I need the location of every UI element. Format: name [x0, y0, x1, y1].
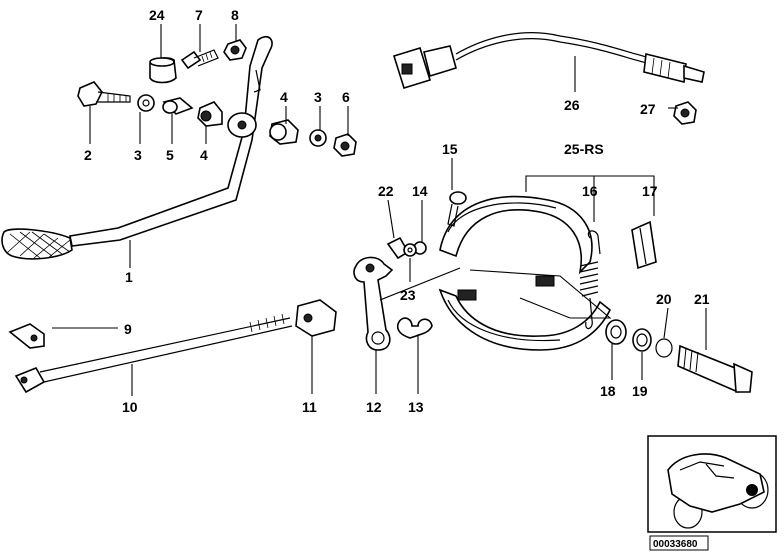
- callout-15: 15: [442, 141, 458, 157]
- callout-10: 10: [122, 399, 138, 415]
- part-19-ring: [632, 328, 652, 352]
- part-3-washer: [137, 94, 155, 112]
- callout-11: 11: [302, 399, 317, 415]
- callout-23: 23: [400, 287, 416, 303]
- brake-pedal: [1, 35, 273, 260]
- part-9-clip: [8, 323, 45, 349]
- callout-21: 21: [694, 291, 710, 307]
- part-7-bolt: [180, 49, 219, 70]
- callout-16: 16: [582, 183, 598, 199]
- callout-12: 12: [366, 399, 382, 415]
- part-13-wing-nut: [396, 317, 433, 339]
- callout-17: 17: [642, 183, 658, 199]
- pedal-pad-grip: [7, 231, 71, 259]
- part-10-brake-rod: [14, 313, 293, 394]
- part-3-washer-right: [309, 129, 327, 147]
- part-20-o-ring: [655, 338, 673, 358]
- part-8-nut: [223, 39, 247, 61]
- part-18-seal: [605, 319, 627, 345]
- callout-2: 2: [84, 147, 92, 163]
- callout-6: 6: [342, 89, 350, 105]
- inset-part-number: 00033680: [653, 539, 698, 550]
- callout-5: 5: [166, 147, 174, 163]
- callout-14: 14: [412, 183, 428, 199]
- callout-24: 24: [149, 7, 165, 23]
- part-4-bushing-left: [197, 101, 223, 127]
- part-15-bolt: [447, 191, 467, 227]
- callout-leaders: [52, 24, 707, 396]
- callout-27: 27: [640, 101, 656, 117]
- assembly-guide-lines: [379, 175, 655, 319]
- callout-3-right: 3: [314, 89, 322, 105]
- part-23-washer: [403, 243, 417, 257]
- part-11-adjuster: [295, 299, 337, 337]
- brake-shoes: [438, 195, 612, 351]
- part-24-cap: [149, 57, 177, 84]
- motorcycle-icon: [667, 453, 769, 529]
- callout-4-right: 4: [280, 89, 288, 105]
- part-17-clip: [631, 220, 657, 270]
- part-27-nut: [673, 101, 697, 125]
- part-12-cam-lever: [353, 256, 394, 351]
- callout-3: 3: [134, 147, 142, 163]
- callout-8: 8: [231, 7, 239, 23]
- part-16-spring: [579, 230, 601, 330]
- part-5-bushing: [162, 97, 194, 115]
- callout-7: 7: [195, 7, 203, 23]
- callout-18: 18: [600, 383, 616, 399]
- callout-13: 13: [408, 399, 424, 415]
- part-2-bolt: [77, 81, 131, 107]
- part-26-sensor-cable: [392, 32, 705, 89]
- callout-9: 9: [124, 321, 132, 337]
- callout-25-rs: 25-RS: [564, 141, 604, 157]
- callout-26: 26: [564, 97, 580, 113]
- callout-22: 22: [378, 183, 394, 199]
- part-6-nut: [333, 133, 357, 157]
- callout-labels: 24 7 8 2 3 5 4 4 3 6 1 26 27 15 25-RS 22…: [84, 7, 710, 415]
- callout-4: 4: [200, 147, 208, 163]
- callout-1: 1: [125, 269, 133, 285]
- motorcycle-inset: 00033680: [647, 435, 777, 551]
- callout-19: 19: [632, 383, 648, 399]
- callout-20: 20: [656, 291, 672, 307]
- part-21-camshaft: [677, 344, 753, 393]
- part-4-bushing-right: [269, 119, 299, 145]
